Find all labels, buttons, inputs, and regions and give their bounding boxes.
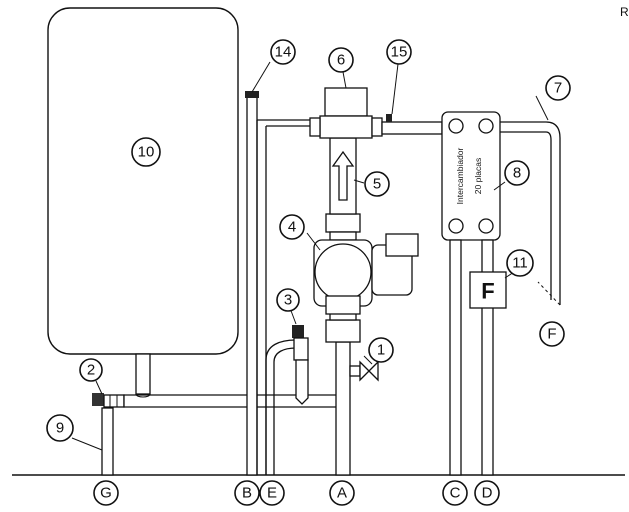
connection-d: D: [474, 480, 500, 506]
connection-a: A: [329, 480, 355, 506]
callout-8: 8: [504, 160, 530, 186]
flowmeter-letter: F: [481, 279, 494, 304]
svg-text:F: F: [547, 326, 556, 343]
three-way-valve: [309, 87, 383, 139]
heat-exchanger-label-1: Intercambiador: [455, 147, 465, 204]
connection-c: C: [442, 480, 468, 506]
svg-text:6: 6: [337, 52, 345, 69]
pipe-d: F: [469, 239, 507, 476]
callout-5: 5: [364, 171, 390, 197]
callout-2: 2: [79, 358, 103, 382]
callout-11: 11: [506, 249, 534, 277]
svg-text:C: C: [450, 485, 461, 502]
drain-valve: [92, 393, 125, 408]
callout-6: 6: [328, 47, 354, 73]
pump: [313, 213, 419, 315]
connection-f: F: [539, 321, 565, 347]
svg-text:A: A: [337, 485, 347, 502]
svg-text:11: 11: [512, 255, 528, 272]
valve-1: [349, 360, 379, 382]
connection-b: B: [234, 480, 260, 506]
heat-exchanger-label-2: 20 placas: [473, 158, 483, 194]
callout-14: 14: [270, 39, 296, 65]
svg-text:E: E: [267, 485, 277, 502]
flow-pipe: [329, 137, 357, 215]
safety-valve: [292, 325, 309, 405]
svg-text:2: 2: [87, 362, 95, 379]
callout-15: 15: [386, 39, 412, 65]
svg-text:4: 4: [288, 219, 296, 236]
top-pipe: [381, 114, 443, 135]
connection-g: G: [93, 480, 119, 506]
callout-1: 1: [368, 337, 394, 363]
pipe-7: [500, 121, 561, 306]
svg-text:9: 9: [56, 420, 64, 437]
svg-text:7: 7: [554, 80, 562, 97]
storage-tank: [47, 7, 239, 395]
svg-text:1: 1: [377, 342, 385, 359]
pipe-c: [449, 239, 462, 476]
svg-text:5: 5: [373, 176, 381, 193]
svg-text:15: 15: [391, 44, 408, 61]
svg-text:B: B: [242, 485, 252, 502]
purger-14: [245, 91, 259, 98]
return-pipe: [123, 393, 347, 408]
pipe-g: [101, 407, 114, 476]
svg-text:8: 8: [513, 165, 521, 182]
svg-text:10: 10: [138, 144, 155, 161]
pipe-a: [325, 312, 361, 476]
callout-4: 4: [279, 214, 305, 240]
callout-7: 7: [545, 75, 571, 101]
svg-text:D: D: [482, 485, 493, 502]
corner-text: R: [620, 5, 629, 19]
svg-text:G: G: [100, 485, 112, 502]
leader-lines: [71, 61, 549, 451]
pipe-b-e: [246, 95, 316, 476]
connection-e: E: [259, 480, 285, 506]
callout-3: 3: [276, 288, 300, 312]
svg-text:14: 14: [275, 44, 292, 61]
svg-text:3: 3: [284, 292, 292, 309]
callout-9: 9: [46, 414, 74, 442]
heat-exchanger: Intercambiador 20 placas: [441, 111, 501, 241]
callout-10: 10: [131, 137, 161, 167]
